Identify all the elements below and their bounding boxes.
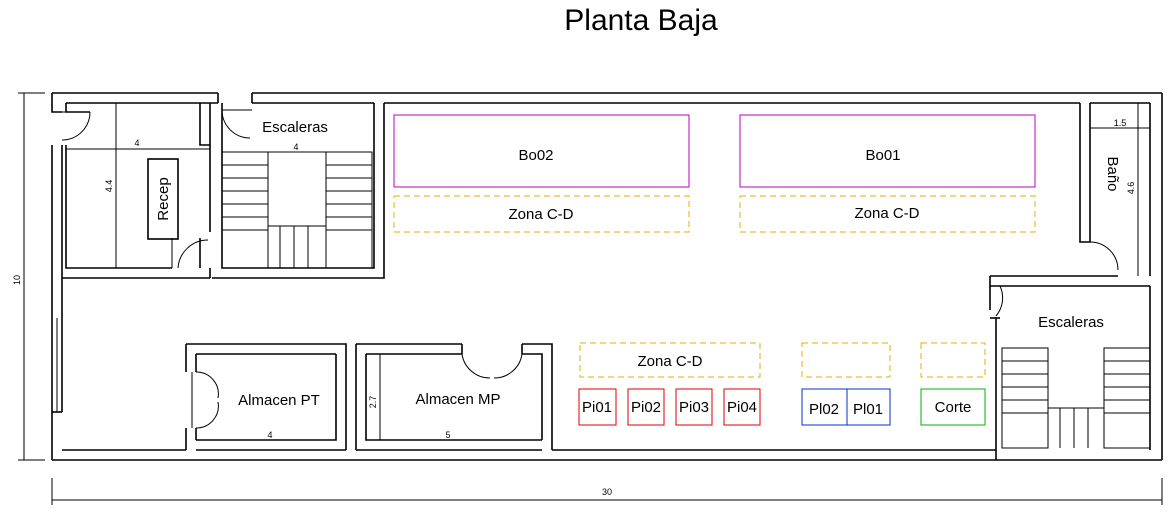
- station-zona-top-left: [393, 195, 690, 233]
- label-recep: Recep: [155, 177, 172, 220]
- dim-almacen-pt-width: 4: [267, 430, 272, 440]
- label-bo02: Bo02: [518, 147, 553, 164]
- label-almacen-pt: Almacen PT: [238, 392, 320, 409]
- plan-title: Planta Baja: [564, 4, 718, 37]
- recep-counter: [147, 158, 179, 240]
- label-pl01: Pl01: [853, 401, 883, 418]
- station-pi02: [627, 388, 665, 426]
- label-escaleras-left: Escaleras: [262, 119, 328, 136]
- station-bo02: [393, 114, 690, 188]
- recep-block: [52, 93, 385, 279]
- dimension-lines: 30 10 4 4.4 4 1.5 4.6 4 5 2.7: [12, 92, 1163, 505]
- station-zona-top-right: [739, 195, 1036, 233]
- station-zona-corte: [920, 342, 986, 378]
- dim-total-height: 10: [12, 275, 22, 285]
- label-escaleras-right: Escaleras: [1038, 314, 1104, 331]
- label-bano: Baño: [1104, 156, 1121, 191]
- label-zona-bottom: Zona C-D: [637, 353, 702, 370]
- station-bo01: [739, 114, 1036, 188]
- label-bo01: Bo01: [865, 147, 900, 164]
- stairs-right-block: [989, 285, 1151, 460]
- dim-almacen-mp-width: 5: [445, 430, 450, 440]
- label-zona-top-left: Zona C-D: [508, 206, 573, 223]
- staircase-left: [221, 151, 373, 269]
- stations: Bo02 Bo01 Zona C-D Zona C-D Zona C-D Pi0…: [393, 114, 1036, 426]
- dim-total-width: 30: [602, 487, 612, 497]
- station-pi04: [723, 388, 761, 426]
- station-pl01: [846, 388, 891, 426]
- dim-bano-width: 1.5: [1114, 118, 1127, 128]
- label-pi02: Pi02: [631, 399, 661, 416]
- label-pi03: Pi03: [679, 399, 709, 416]
- room-labels: Escaleras Escaleras Recep Almacen PT Alm…: [155, 119, 1121, 409]
- label-zona-top-right: Zona C-D: [854, 205, 919, 222]
- dim-bano-height: 4.6: [1126, 182, 1136, 195]
- label-pi04: Pi04: [727, 399, 757, 416]
- dim-stairs-width: 4: [293, 142, 298, 152]
- label-almacen-mp: Almacen MP: [415, 391, 500, 408]
- station-pi01: [578, 388, 617, 426]
- station-corte: [920, 388, 986, 426]
- dim-recep-height: 4.4: [104, 180, 114, 193]
- station-pi03: [675, 388, 713, 426]
- label-corte: Corte: [935, 399, 972, 416]
- label-pl02: Pl02: [809, 401, 839, 418]
- almacen-block: [185, 343, 553, 450]
- dim-almacen-height: 2.7: [368, 396, 378, 409]
- station-zona-bottom: [579, 342, 761, 378]
- label-pi01: Pi01: [582, 399, 612, 416]
- station-zona-pl: [801, 342, 891, 378]
- dim-recep-width: 4: [134, 138, 139, 148]
